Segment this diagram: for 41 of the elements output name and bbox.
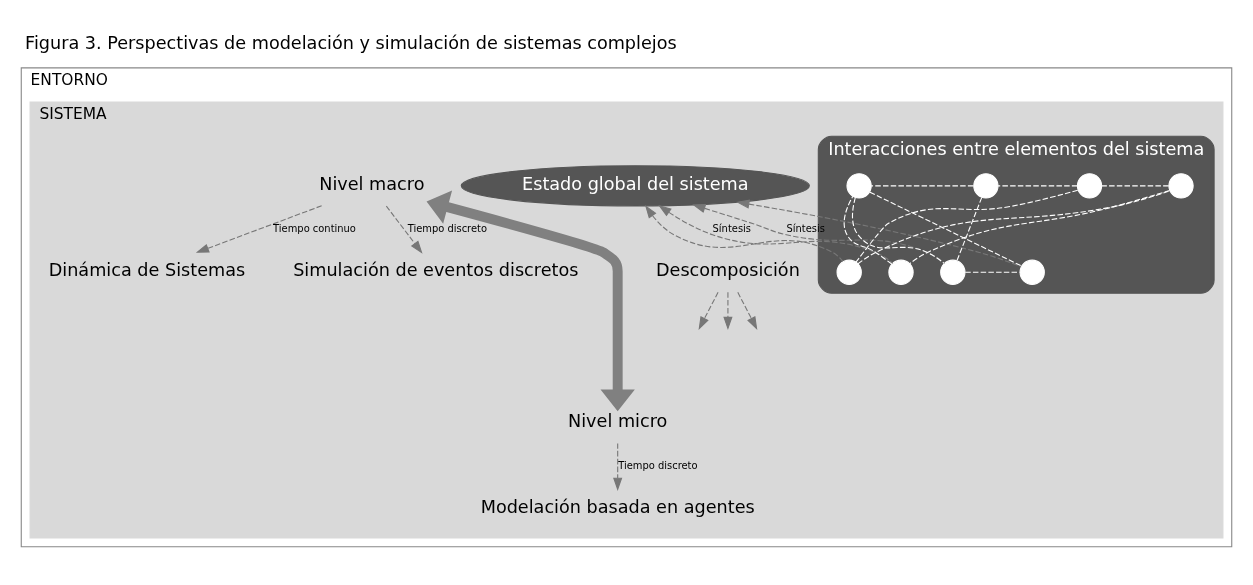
node-text: Nivel micro (568, 410, 668, 431)
node-text: Descomposición (656, 259, 800, 280)
arrow (613, 442, 623, 491)
node-circle (1168, 172, 1194, 199)
edge-label: Tiempo continuo (273, 222, 356, 234)
edge-label: Tiempo discreto (618, 459, 698, 471)
node-circle (1019, 259, 1045, 285)
connector (870, 184, 974, 186)
node-text: Nivel macro (319, 173, 425, 194)
connector (869, 191, 1022, 266)
arrow (723, 291, 733, 330)
connector (851, 196, 945, 264)
node-circle (940, 259, 966, 285)
connector (843, 195, 893, 265)
connector (855, 189, 1079, 263)
connector (909, 189, 1171, 264)
arrow (385, 205, 423, 254)
node-circle (836, 259, 862, 285)
node-circle (846, 172, 872, 199)
arrow (698, 291, 719, 330)
edge-label: Tiempo discreto (407, 222, 487, 234)
node-circle (973, 172, 999, 199)
connector (956, 196, 983, 261)
node-text: Dinámica de Sistemas (48, 259, 246, 280)
connector (1101, 184, 1170, 186)
node-text: Simulación de eventos discretos (293, 259, 579, 280)
connector (964, 271, 1021, 273)
connector (997, 184, 1078, 186)
node-text: Modelación basada en agentes (480, 496, 755, 517)
arrow (658, 204, 894, 264)
arrow (736, 199, 1022, 267)
arrow (195, 204, 323, 253)
arrow (645, 204, 844, 262)
arrow (692, 203, 946, 264)
connector (857, 189, 1171, 264)
arrow (737, 291, 758, 330)
diagram-title: Figura 3. Perspectivas de modelación y simulación de sistemas complejos (25, 32, 677, 53)
arrow (426, 190, 635, 411)
node-circle (888, 259, 914, 285)
node-circle (1076, 172, 1103, 199)
edge-label: Síntesis (712, 222, 751, 234)
